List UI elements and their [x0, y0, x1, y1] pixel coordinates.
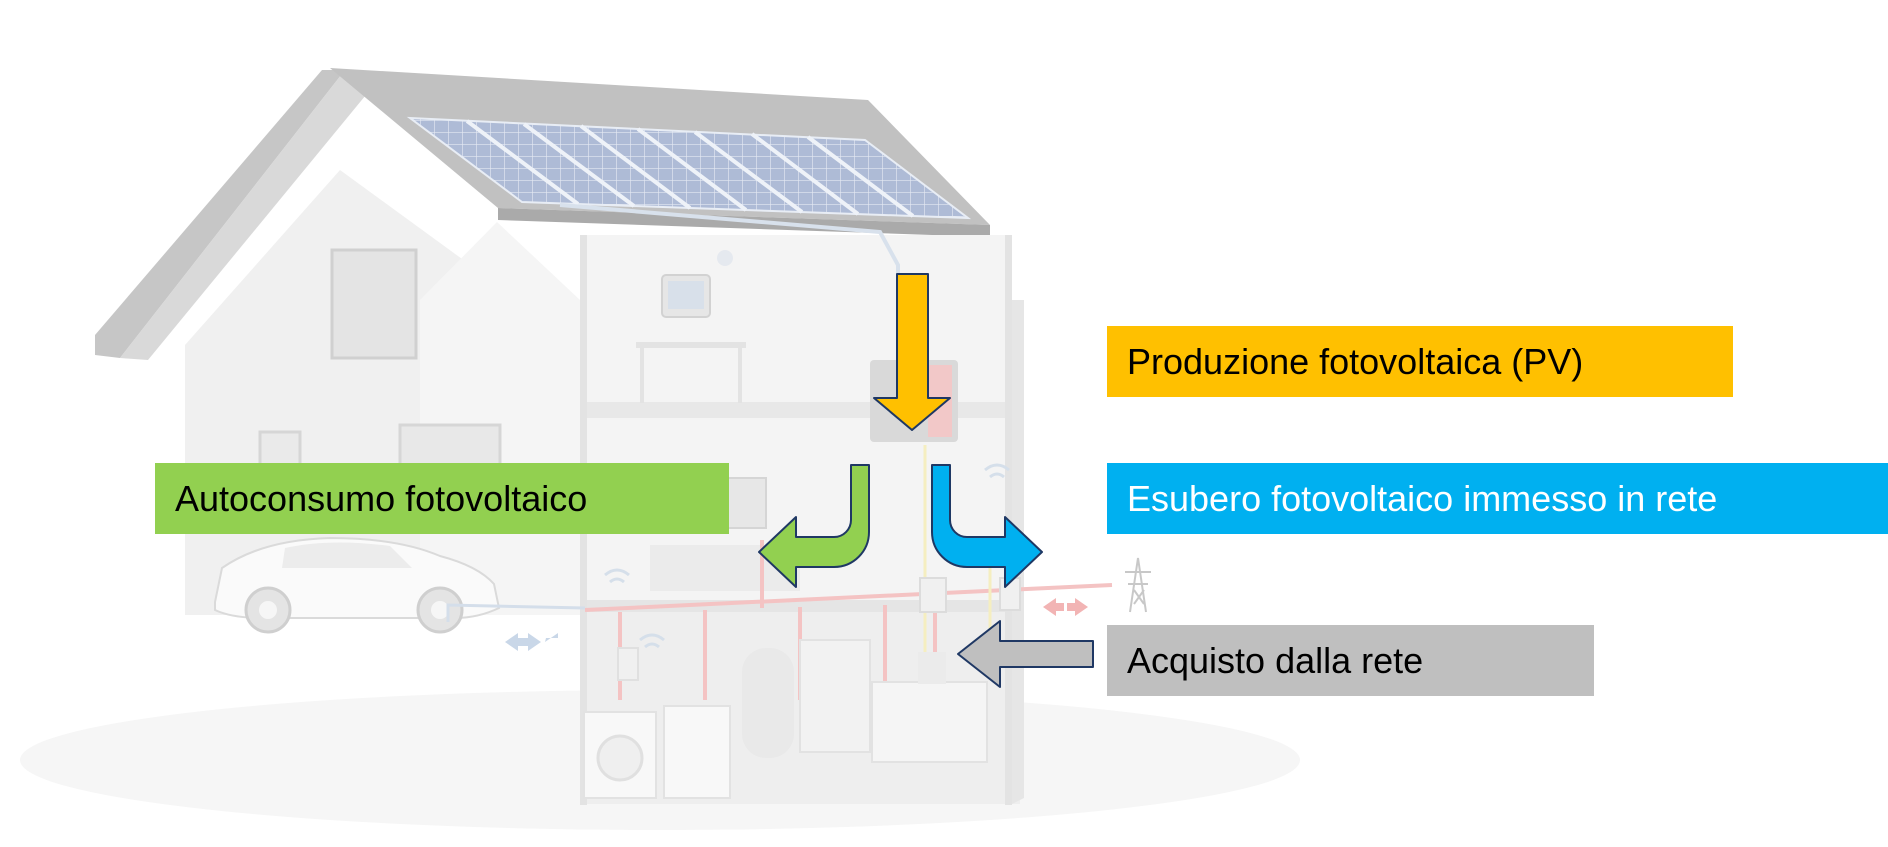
production-arrow	[873, 273, 951, 431]
production-label-box: Produzione fotovoltaica (PV)	[1107, 326, 1733, 397]
production-label: Produzione fotovoltaica (PV)	[1127, 340, 1584, 382]
left-supply-line	[446, 603, 586, 622]
self-consumption-label-box: Autoconsumo fotovoltaico	[155, 463, 729, 534]
purchase-label-box: Acquisto dalla rete	[1107, 625, 1594, 696]
front-gable-wall	[420, 222, 580, 615]
electric-car-icon	[214, 536, 501, 634]
meter-box	[919, 577, 947, 613]
power-pylon-icon	[1125, 557, 1151, 613]
cloud-icon	[717, 250, 733, 266]
wifi-icon	[604, 463, 1010, 649]
basement-appliances	[583, 639, 988, 799]
grid-exchange-arrows-icon	[1043, 598, 1088, 616]
export-label-box: Esubero fotovoltaico immesso in rete	[1107, 463, 1888, 534]
export-label: Esubero fotovoltaico immesso in rete	[1127, 477, 1718, 519]
left-wing-roof-shade	[120, 70, 370, 360]
car-charge-arrows-icon	[505, 633, 541, 651]
left-wing-roof	[95, 70, 345, 358]
purchase-arrow	[957, 620, 1094, 688]
window-upper	[330, 248, 418, 360]
purchase-label: Acquisto dalla rete	[1127, 639, 1424, 681]
self-consumption-label: Autoconsumo fotovoltaico	[175, 477, 588, 519]
self-consumption-arrow	[758, 464, 870, 588]
desk	[636, 342, 746, 348]
solar-panel-array	[406, 116, 972, 220]
export-arrow	[931, 464, 1043, 588]
